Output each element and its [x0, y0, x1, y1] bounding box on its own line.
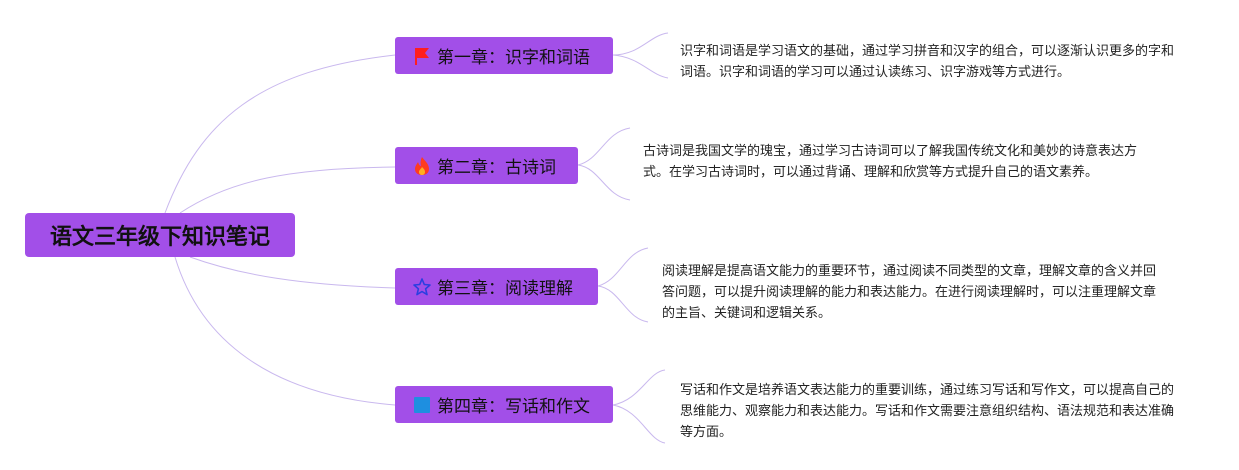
chapter-label: 第二章：古诗词 — [437, 158, 556, 178]
link-ch3-note — [597, 247, 649, 323]
chapter-note-4: 写话和作文是培养语文表达能力的重要训练，通过练习写话和写作文，可以提高自己的思维… — [680, 383, 1175, 440]
star-icon — [413, 277, 431, 297]
link-ch1-note — [612, 32, 669, 79]
chapter-node-2[interactable]: 第二章：古诗词 — [395, 147, 578, 184]
root-node[interactable]: 语文三年级下知识笔记 — [25, 213, 295, 257]
link-ch4-note — [612, 369, 666, 444]
chapter-note-2: 古诗词是我国文学的瑰宝，通过学习古诗词可以了解我国传统文化和美妙的诗意表达方式。… — [643, 144, 1138, 180]
chapter-label: 第四章：写话和作文 — [437, 397, 590, 417]
fire-icon — [413, 156, 431, 176]
link-root-ch4 — [174, 256, 396, 406]
chapter-note-1: 识字和词语是学习语文的基础，通过学习拼音和汉字的组合，可以逐渐认识更多的字和词语… — [680, 44, 1175, 80]
link-root-ch1 — [164, 54, 396, 214]
link-ch2-note — [577, 127, 631, 201]
root-title: 语文三年级下知识笔记 — [49, 225, 270, 250]
link-root-ch2 — [179, 166, 396, 214]
chapter-node-4[interactable]: 第四章：写话和作文 — [395, 386, 613, 423]
flag-icon — [413, 46, 431, 66]
chapter-note-3: 阅读理解是提高语文能力的重要环节，通过阅读不同类型的文章，理解文章的含义并回答问… — [662, 264, 1157, 321]
square-icon — [413, 395, 431, 415]
chapter-label: 第三章：阅读理解 — [437, 279, 573, 299]
chapter-label: 第一章：识字和词语 — [437, 48, 590, 68]
chapter-node-1[interactable]: 第一章：识字和词语 — [395, 37, 613, 74]
chapter-node-3[interactable]: 第三章：阅读理解 — [395, 268, 598, 305]
link-root-ch3 — [189, 256, 396, 289]
